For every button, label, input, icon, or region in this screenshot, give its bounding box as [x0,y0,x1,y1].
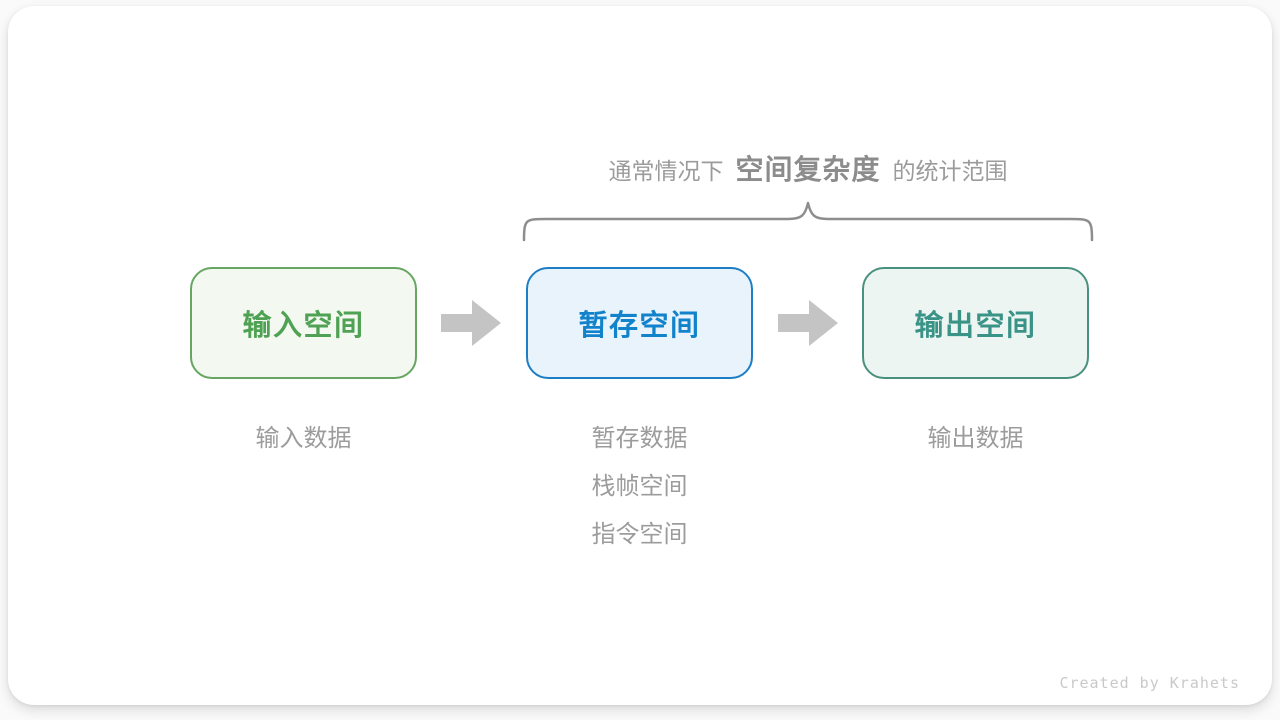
node-output-space-label: 输出空间 [914,310,1037,342]
note-line: 指令空间 [591,521,688,548]
node-input-space-label: 输入空间 [242,310,365,342]
annotation-prefix: 通常情况下 [608,158,724,184]
annotation-suffix: 的统计范围 [892,158,1008,184]
node-temp-space: 暂存空间 [526,267,753,379]
credit-text: Created by Krahets [1059,674,1240,692]
note-line: 暂存数据 [591,425,688,452]
node-temp-space-label: 暂存空间 [578,310,701,342]
overbrace-icon [522,201,1094,242]
annotation-highlight: 空间复杂度 [735,154,881,185]
note-line: 栈帧空间 [591,473,688,500]
node-output-space: 输出空间 [862,267,1089,379]
annotation-title: 通常情况下空间复杂度的统计范围 [520,148,1096,188]
node-input-space: 输入空间 [190,267,417,379]
arrow-right-icon [778,300,838,346]
note-line: 输出数据 [927,425,1024,452]
arrow-right-icon [441,300,501,346]
note-input-space: 输入数据 [190,415,417,463]
note-output-space: 输出数据 [862,415,1089,463]
note-line: 输入数据 [255,425,352,452]
note-temp-space: 暂存数据 栈帧空间 指令空间 [526,415,753,559]
